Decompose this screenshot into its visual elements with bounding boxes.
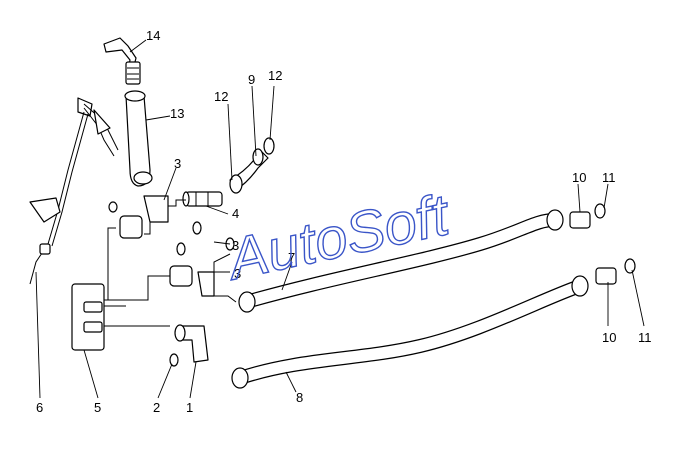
part-12-clamps-and-bend	[229, 137, 275, 194]
part-6-bracket	[29, 97, 119, 285]
label-14: 14	[146, 28, 160, 43]
label-9: 9	[248, 72, 255, 87]
part-number-labels: 14 13 12 9 12 3 4 3 3 7 10 11 10 11 6 5 …	[36, 28, 652, 415]
label-10-upper: 10	[572, 170, 586, 185]
label-1: 1	[186, 400, 193, 415]
small-seals	[176, 221, 235, 256]
label-4: 4	[232, 206, 239, 221]
part-8-lower-hose	[231, 258, 636, 389]
part-1-elbow	[169, 324, 209, 367]
label-6: 6	[36, 400, 43, 415]
part-7-long-hose	[238, 203, 606, 313]
label-7: 7	[288, 250, 295, 265]
part-3-middle-fittings	[169, 265, 215, 297]
connecting-lines	[104, 199, 237, 303]
label-5: 5	[94, 400, 101, 415]
part-4-fitting	[182, 191, 223, 207]
label-3-upper: 3	[174, 156, 181, 171]
leader-lines	[35, 39, 645, 399]
label-11-upper: 11	[602, 170, 616, 185]
part-14-elbow-fitting	[103, 37, 141, 85]
label-12-left: 12	[214, 89, 228, 104]
part-3-upper-tee	[108, 195, 169, 239]
label-11-lower: 11	[638, 330, 652, 345]
label-2: 2	[153, 400, 160, 415]
label-12-right: 12	[268, 68, 282, 83]
part-13-short-hose	[124, 90, 153, 187]
label-13: 13	[170, 106, 184, 121]
label-3-lower: 3	[234, 266, 241, 281]
label-10-lower: 10	[602, 330, 616, 345]
part-5-valve-block	[71, 283, 170, 351]
label-3-middle: 3	[232, 238, 239, 253]
label-8: 8	[296, 390, 303, 405]
